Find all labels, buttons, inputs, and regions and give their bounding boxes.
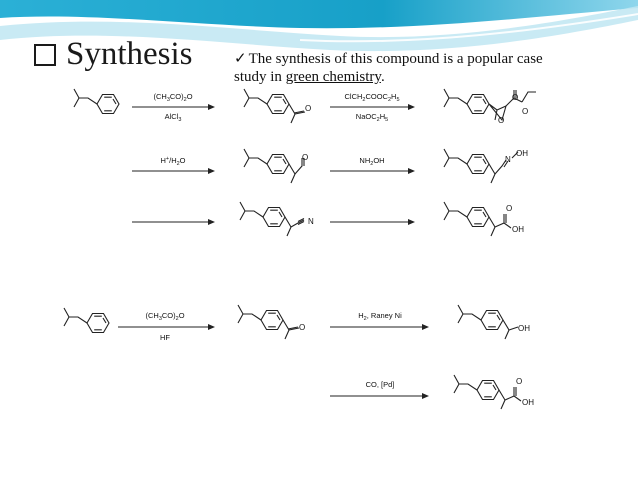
atom-o: O — [512, 93, 518, 102]
bhc-acetophenone-structure — [237, 304, 300, 340]
atom-o: O — [305, 104, 311, 113]
bhc-reagent-hf: HF — [160, 333, 170, 342]
slide-title-text: Synthesis — [66, 36, 193, 72]
atom-o: O — [516, 377, 522, 386]
isobutylbenzene-structure — [63, 307, 110, 334]
reaction-arrow-4 — [330, 168, 415, 174]
reaction-arrow-6 — [330, 219, 415, 225]
reaction-arrow-5 — [132, 219, 215, 225]
check-icon: ✓ — [234, 51, 247, 67]
nitrile-structure — [239, 201, 305, 237]
bhc-reaction-arrow-3 — [330, 393, 429, 399]
reagent-alcl3: AlCl3 — [165, 112, 182, 123]
ibuprofen-structure — [443, 201, 512, 237]
isobutylacetophenone-structure — [243, 88, 306, 124]
atom-o: O — [299, 323, 305, 332]
reagent-acetic-anhydride: (CH3CO)2O — [153, 92, 192, 103]
atom-o: O — [506, 204, 512, 213]
header-wave-band — [0, 0, 638, 52]
atom-oh: OH — [516, 149, 528, 158]
atom-oh: OH — [522, 398, 534, 407]
note-period: . — [380, 69, 385, 85]
bhc-reaction-arrow-2 — [330, 324, 429, 330]
slide-title: Synthesis — [34, 36, 193, 73]
atom-o: O — [302, 153, 308, 162]
oxime-structure — [443, 148, 519, 184]
reagent-acid-water: H+/H2O — [160, 156, 185, 167]
atom-n: N — [308, 217, 314, 226]
bhc-alcohol-structure — [457, 304, 519, 340]
atom-oh: OH — [518, 324, 530, 333]
slide-note: ✓The synthesis of this compound is a pop… — [234, 50, 554, 86]
atom-o: O — [522, 107, 528, 116]
square-bullet-icon — [34, 43, 56, 66]
reagent-ethyl-chloroacetate: ClCH2COOC2H5 — [344, 92, 399, 103]
reaction-arrow-1 — [132, 104, 215, 110]
green-chemistry-link[interactable]: green chemistry — [285, 69, 381, 85]
bhc-reaction-arrow-1 — [118, 324, 215, 330]
reaction-arrow-3 — [132, 168, 215, 174]
note-text: The synthesis of this compound is a popu… — [234, 51, 543, 85]
reagent-sodium-ethoxide: NaOC2H5 — [356, 112, 388, 123]
atom-n: N — [505, 155, 511, 164]
isobutylbenzene-structure — [73, 88, 120, 115]
bhc-reagent-acetic-anhydride: (CH3CO)2O — [145, 311, 184, 322]
reaction-arrow-2 — [330, 104, 415, 110]
aldehyde-structure — [243, 148, 305, 184]
epoxy-ester-structure — [443, 88, 536, 122]
bhc-reagent-hydrogen-raney-ni: H2, Raney Ni — [358, 311, 402, 322]
atom-oh: OH — [512, 225, 524, 234]
bhc-ibuprofen-structure — [453, 374, 522, 410]
atom-o: O — [498, 116, 504, 125]
reagent-hydroxylamine: NH2OH — [359, 156, 384, 167]
bhc-reagent-carbon-monoxide-pd: CO, [Pd] — [366, 380, 395, 389]
